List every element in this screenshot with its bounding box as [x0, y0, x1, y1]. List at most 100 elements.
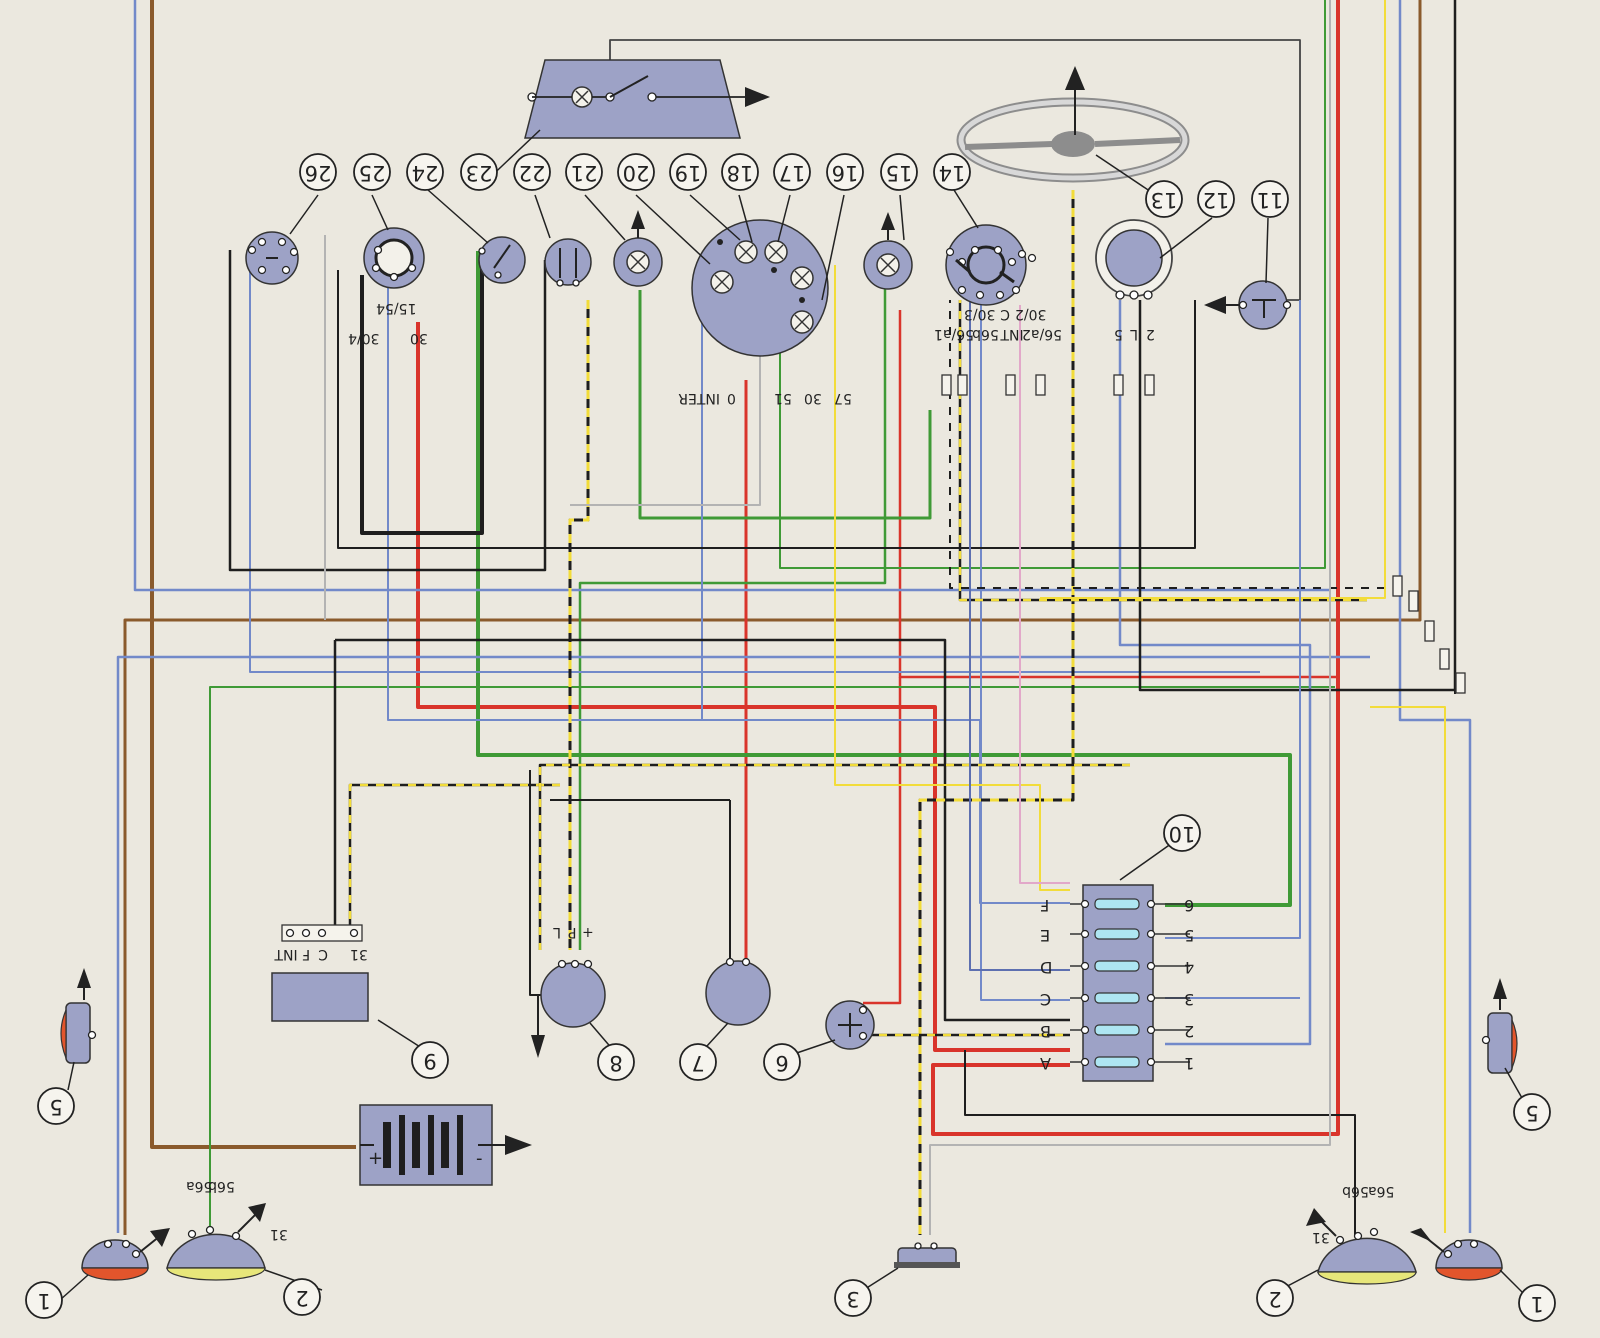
- callout-26: 26: [299, 153, 337, 191]
- fuse-label-5: 5: [1184, 926, 1194, 945]
- label-battery-minus: -: [476, 1148, 483, 1169]
- wire-blue-int: [980, 300, 1070, 1001]
- horn-button: [1204, 280, 1292, 330]
- callout-8: 8: [597, 1043, 635, 1081]
- callout-6: 6: [763, 1043, 801, 1081]
- wire-blue-flasher: [1118, 300, 1312, 1046]
- wire-grey-instrument: [570, 300, 761, 506]
- fuse: [1094, 898, 1140, 1068]
- switch-22: [544, 238, 592, 287]
- wire-green-fuse6: [476, 251, 1292, 907]
- label-fl-2: 2: [1146, 326, 1155, 342]
- callout-21: 21: [565, 153, 603, 191]
- fuse-label-4: 4: [1184, 958, 1194, 977]
- label-fl-5: 5: [1114, 326, 1123, 342]
- fuse-label-2: 2: [1184, 1022, 1194, 1041]
- callout-5-right: 5: [1513, 1093, 1551, 1131]
- svg-text:14: 14: [939, 161, 966, 185]
- wire-yellow-right: [1040, 0, 1386, 599]
- label-reg-F: F: [302, 946, 310, 962]
- connector-plugs: [941, 374, 1466, 694]
- front-indicator-left: [81, 1228, 170, 1281]
- callout-2-left: 2: [283, 1278, 321, 1316]
- wire-yellow-black-dashed: [348, 0, 1456, 1235]
- wire-blue-right: [1398, 0, 1472, 1233]
- fuse-label-A: A: [1040, 1054, 1051, 1073]
- callout-1-right: 1: [1518, 1284, 1556, 1322]
- flasher-unit: [1095, 219, 1173, 300]
- label-ign-15-54: 15/54: [376, 300, 416, 316]
- wire-green-right: [779, 0, 1326, 569]
- svg-text:17: 17: [779, 161, 806, 185]
- fuse-label-1: 1: [1184, 1054, 1194, 1073]
- callout-11: 11: [1251, 180, 1289, 218]
- label-fl-L: L: [1130, 326, 1138, 342]
- svg-text:23: 23: [466, 161, 493, 185]
- label-ign-30: 30: [410, 330, 428, 346]
- battery: [359, 1104, 532, 1186]
- svg-text:18: 18: [727, 161, 754, 185]
- wire-black-rear: [964, 1050, 1356, 1235]
- fuse-box-labels: F E D C B A 6 5 4 3 2 1: [1040, 896, 1194, 1073]
- label-inst-57: 57: [834, 390, 852, 406]
- svg-text:2: 2: [1268, 1287, 1281, 1311]
- callout-9: 9: [411, 1041, 449, 1079]
- label-ls-56a1: 56/a1: [934, 326, 974, 342]
- wire-horn-button: [609, 39, 1301, 301]
- label-ls-56b: 56b: [972, 326, 999, 342]
- svg-text:7: 7: [691, 1051, 704, 1075]
- horn: [825, 1000, 875, 1050]
- light-switch: [945, 224, 1037, 306]
- instrument-lamp: [710, 240, 814, 334]
- svg-text:25: 25: [359, 161, 386, 185]
- label-inst-30: 30: [804, 390, 822, 406]
- label-dyn-L: L: [553, 924, 561, 940]
- label-31-right: 31: [1312, 1229, 1330, 1245]
- fuse-label-3: 3: [1184, 990, 1194, 1009]
- callout-19: 19: [669, 153, 707, 191]
- svg-text:15: 15: [886, 161, 913, 185]
- voltage-regulator: [271, 924, 369, 1022]
- label-ls-INT: INT: [1000, 326, 1024, 342]
- callout-3: 3: [834, 1279, 872, 1317]
- callout-22: 22: [513, 153, 551, 191]
- svg-text:8: 8: [609, 1051, 622, 1075]
- wire-black-cross: [337, 270, 1196, 549]
- svg-text:12: 12: [1203, 188, 1230, 212]
- svg-text:10: 10: [1169, 822, 1196, 846]
- courtesy-lamp: [524, 59, 770, 139]
- fuse-label-E: E: [1040, 926, 1050, 945]
- svg-text:6: 6: [775, 1051, 788, 1075]
- wire-blue-indicator: [116, 655, 1370, 1233]
- callout-7: 7: [679, 1043, 717, 1081]
- fuse-label-D: D: [1040, 958, 1052, 977]
- steering-wheel: [956, 66, 1190, 183]
- label-battery-plus: +: [368, 1148, 383, 1169]
- starter-motor: [705, 957, 771, 1026]
- label-56b-left: 56b: [208, 1178, 235, 1194]
- label-31-left: 31: [270, 1226, 288, 1242]
- svg-text:1: 1: [37, 1289, 50, 1313]
- label-inst-51: 51: [774, 390, 792, 406]
- callout-17: 17: [773, 153, 811, 191]
- fuse-label-6: 6: [1184, 896, 1194, 915]
- wire-black-ignition-loop: [360, 251, 484, 535]
- callout-16: 16: [826, 153, 864, 191]
- label-56a-right: 56a: [1368, 1183, 1394, 1199]
- callout-12: 12: [1197, 180, 1235, 218]
- wire-green-warning: [638, 290, 932, 520]
- interior-light-switch: [245, 231, 299, 285]
- svg-text:5: 5: [49, 1095, 62, 1119]
- svg-text:26: 26: [305, 161, 332, 185]
- wire-black-dome: [228, 250, 547, 572]
- wire-brown-battery: [150, 0, 356, 1149]
- wire-harness: [116, 0, 1472, 1235]
- wire-yellow-rear-indicator: [1370, 706, 1446, 1233]
- label-ls-30-3: 30/3: [964, 306, 995, 322]
- svg-text:21: 21: [571, 161, 598, 185]
- callout-2-right: 2: [1256, 1279, 1294, 1317]
- side-repeater-left: [60, 968, 97, 1064]
- label-reg-C: C: [318, 946, 328, 962]
- label-inst-0: 0: [727, 390, 736, 406]
